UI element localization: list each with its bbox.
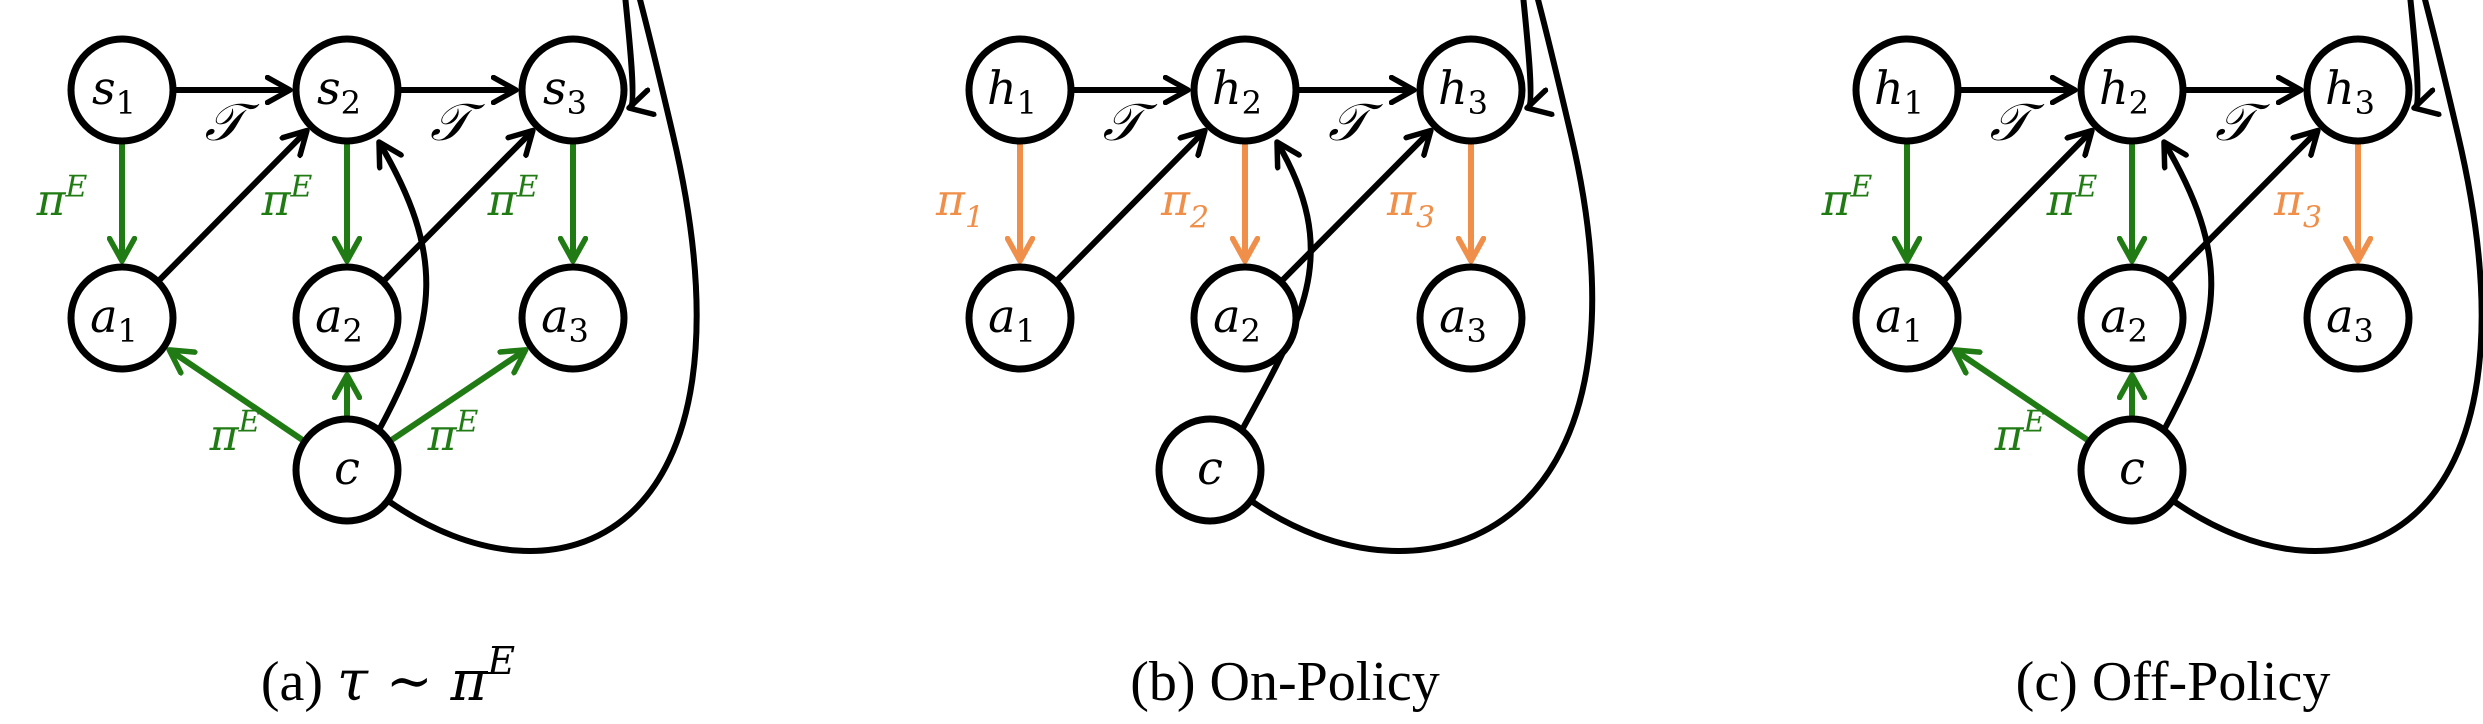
node-label-n3: h3: [2325, 61, 2375, 122]
node-a3: a3: [1416, 263, 1526, 373]
node-label-a3: a3: [2326, 289, 2374, 350]
node-label-a3: a3: [1439, 289, 1487, 350]
node-n1: h1: [965, 35, 1075, 145]
caption-a-sup: E: [486, 639, 515, 683]
node-label-n2: h2: [1212, 61, 1262, 122]
context-edge-n3: [2170, 0, 2483, 554]
transition-label-1: 𝒯: [1103, 93, 1158, 153]
transition-label-2: 𝒯: [2215, 93, 2270, 153]
node-label-a2: a2: [2100, 289, 2148, 350]
policy-label-2: πE: [2046, 170, 2098, 226]
node-a2: a2: [292, 263, 402, 373]
node-a2: a2: [2077, 263, 2187, 373]
context-edge-n3: [1248, 0, 1596, 554]
node-a2: a2: [1190, 263, 1300, 373]
transition-label-1: 𝒯: [205, 93, 260, 153]
node-a1: a1: [1852, 263, 1962, 373]
context-edge-a1: [1954, 350, 2090, 443]
node-label-a1: a1: [988, 289, 1036, 350]
context-edge-a3: [389, 350, 526, 443]
node-label-a2: a2: [315, 289, 363, 350]
node-a3: a3: [518, 263, 628, 373]
caption-a-math: τ ∼ π: [337, 649, 489, 714]
caption-b: (b) On-Policy: [1130, 651, 1440, 713]
action-edge-a2-n3: [1280, 130, 1431, 283]
policy-label-3: πE: [487, 170, 539, 226]
transition-label-2: 𝒯: [430, 93, 485, 153]
node-a1: a1: [67, 263, 177, 373]
node-n3: s3: [518, 35, 628, 145]
context-edge-n2: [2164, 142, 2215, 432]
node-n2: h2: [2077, 35, 2187, 145]
transition-label-2: 𝒯: [1328, 93, 1383, 153]
context-label-1: πE: [1994, 405, 2046, 461]
node-n1: h1: [1852, 35, 1962, 145]
node-n1: s1: [67, 35, 177, 145]
node-label-n2: s2: [317, 61, 361, 122]
node-label-c: c: [334, 441, 360, 495]
action-edge-a2-n3: [2167, 130, 2318, 283]
context-edge-n3: [385, 0, 700, 554]
action-edge-a2-n3: [382, 130, 533, 283]
node-c: c: [2077, 415, 2187, 525]
context-edge-n2: [1239, 142, 1314, 432]
context-label-2: πE: [427, 405, 479, 461]
policy-label-1: π1: [935, 175, 984, 235]
action-edge-a1-n2: [1055, 131, 1205, 283]
node-label-a3: a3: [541, 289, 589, 350]
caption-b-text: (b) On-Policy: [1130, 651, 1440, 713]
policy-label-1: πE: [36, 170, 88, 226]
node-n2: s2: [292, 35, 402, 145]
action-edge-a1-n2: [157, 131, 307, 283]
context-label-1: πE: [209, 405, 261, 461]
policy-label-3: π3: [2273, 175, 2322, 235]
policy-label-2: π2: [1160, 175, 1209, 235]
node-label-a2: a2: [1213, 289, 1261, 350]
node-c: c: [292, 415, 402, 525]
caption-c: (c) Off-Policy: [2016, 651, 2331, 713]
node-label-a1: a1: [1875, 289, 1923, 350]
node-a1: a1: [965, 263, 1075, 373]
transition-label-1: 𝒯: [1990, 93, 2045, 153]
node-label-n1: h1: [1874, 61, 1924, 122]
caption-c-text: (c) Off-Policy: [2016, 651, 2331, 713]
caption-a: (a) τ ∼ πE: [261, 639, 515, 714]
policy-label-2: πE: [261, 170, 313, 226]
context-edge-n2: [379, 142, 430, 432]
node-label-c: c: [1197, 441, 1223, 495]
action-edge-a1-n2: [1942, 131, 2092, 283]
node-n3: h3: [2303, 35, 2413, 145]
node-label-n1: s1: [92, 61, 136, 122]
node-label-n1: h1: [987, 61, 1037, 122]
node-label-a1: a1: [90, 289, 138, 350]
policy-label-1: πE: [1821, 170, 1873, 226]
node-n2: h2: [1190, 35, 1300, 145]
node-c: c: [1155, 415, 1265, 525]
svg-text:(a) τ ∼ πE: (a) τ ∼ πE: [261, 639, 515, 714]
node-label-n3: h3: [1438, 61, 1488, 122]
node-n3: h3: [1416, 35, 1526, 145]
policy-label-3: π3: [1386, 175, 1435, 235]
node-a3: a3: [2303, 263, 2413, 373]
caption-a-prefix: (a): [261, 651, 337, 713]
node-label-n3: s3: [543, 61, 587, 122]
node-label-n2: h2: [2099, 61, 2149, 122]
node-label-c: c: [2119, 441, 2145, 495]
context-edge-a1: [169, 350, 305, 443]
